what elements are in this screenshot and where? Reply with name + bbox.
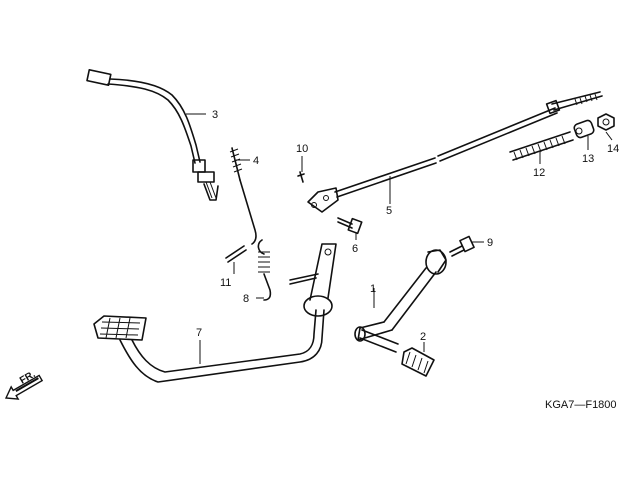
- callout-8: 8: [243, 293, 249, 305]
- diagram-code: KGA7—F1800: [545, 399, 617, 411]
- callout-4: 4: [253, 155, 259, 167]
- part-2-rubber: [401, 347, 435, 377]
- callout-1: 1: [370, 283, 376, 295]
- callout-2: 2: [420, 331, 426, 343]
- callout-13: 13: [582, 153, 594, 165]
- part-14-nut: [597, 113, 615, 131]
- part-10-pin: [297, 171, 305, 183]
- part-3-brake-light-switch: [86, 69, 219, 201]
- callout-12: 12: [533, 167, 545, 179]
- part-12-spring: [509, 131, 574, 161]
- leader-lines: [186, 113, 613, 364]
- callout-3: 3: [212, 109, 218, 121]
- part-8-spring: [257, 239, 272, 301]
- part-13-joint: [573, 119, 595, 139]
- callout-7: 7: [196, 327, 202, 339]
- callout-9: 9: [487, 237, 493, 249]
- part-9-bolt: [449, 235, 475, 257]
- callout-5: 5: [386, 205, 392, 217]
- callout-14: 14: [607, 143, 619, 155]
- part-5-brake-rod: [307, 91, 603, 213]
- callout-10: 10: [296, 143, 308, 155]
- part-7-brake-pedal: [93, 243, 337, 383]
- callout-11: 11: [220, 277, 231, 289]
- part-6-bolt: [337, 217, 363, 235]
- part-1-brake-arm: [354, 249, 447, 353]
- front-direction-arrow: [4, 374, 44, 400]
- callout-6: 6: [352, 243, 358, 255]
- part-11-cotter-pin: [225, 245, 247, 263]
